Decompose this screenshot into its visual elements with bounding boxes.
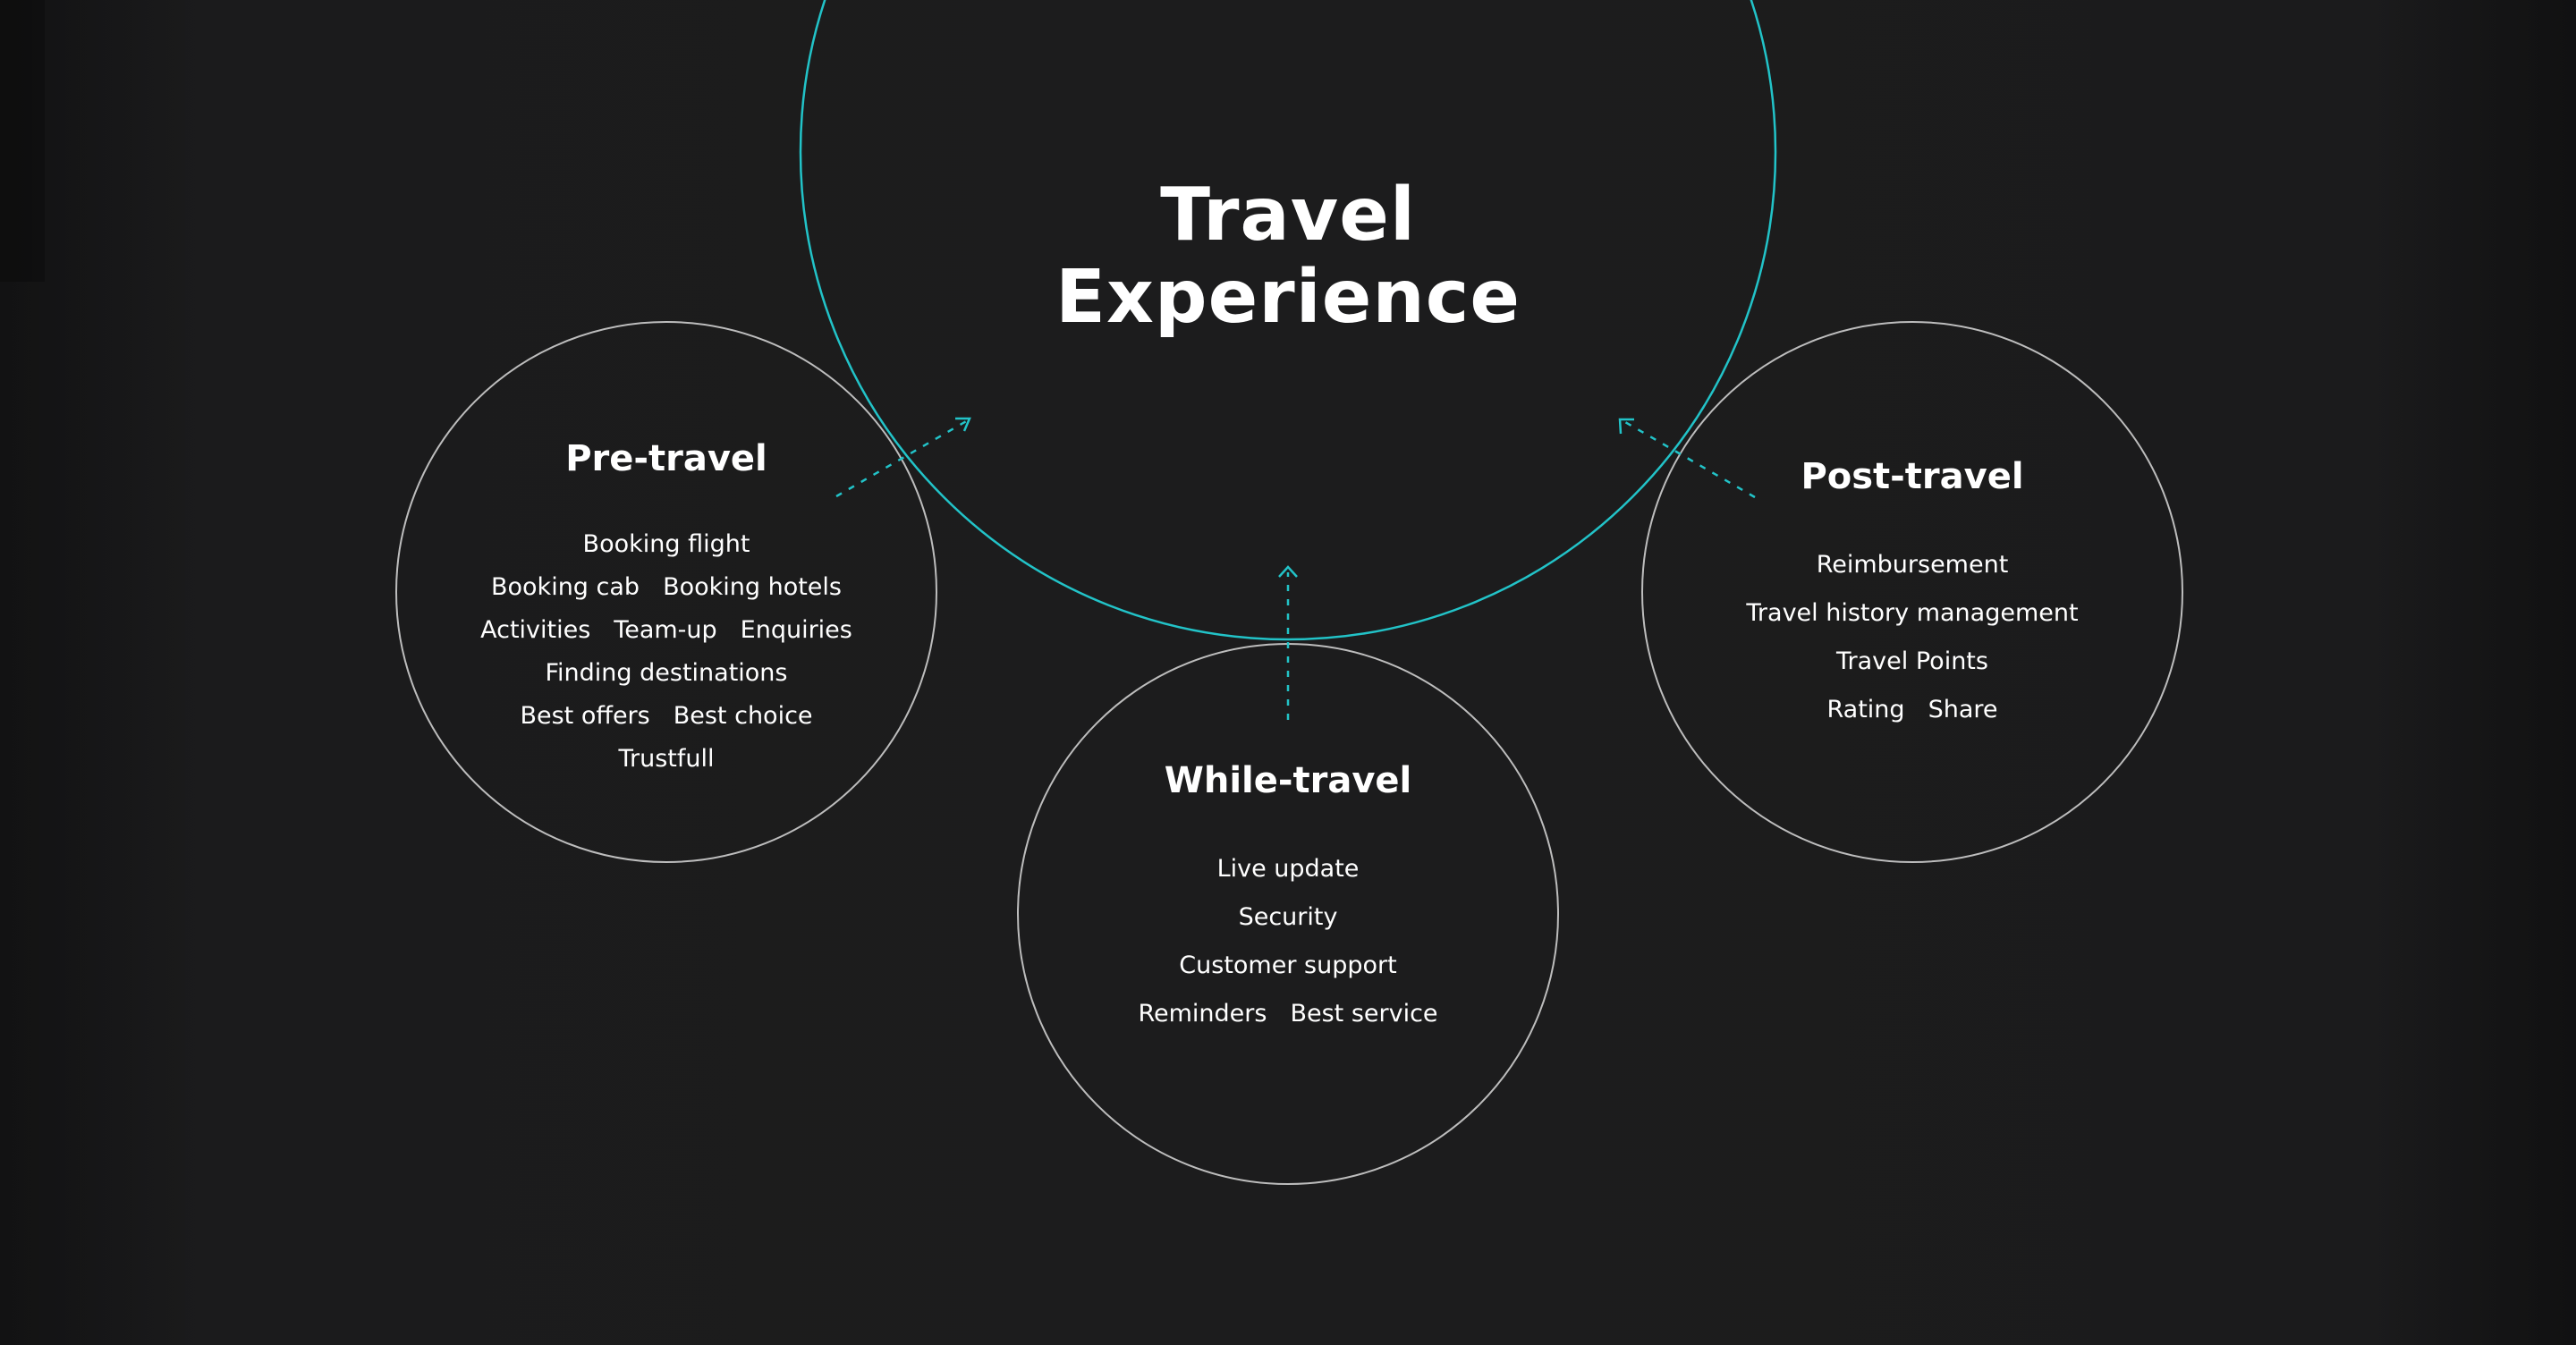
title-line-2: Experience bbox=[1055, 255, 1521, 340]
left-edge-block bbox=[0, 0, 45, 282]
travel-experience-circle bbox=[799, 0, 1777, 641]
list-item: Reminders bbox=[1138, 1000, 1267, 1028]
item-row: Activities Team-up Enquiries bbox=[398, 609, 935, 652]
list-item: Live update bbox=[1216, 855, 1360, 883]
list-item: Booking flight bbox=[582, 530, 750, 558]
item-row: Customer support bbox=[1020, 942, 1556, 990]
list-item: Team-up bbox=[614, 616, 717, 644]
left-edge-shade bbox=[0, 0, 206, 1345]
item-row: Security bbox=[1020, 893, 1556, 942]
post-travel-circle bbox=[1641, 321, 2183, 863]
list-item: Trustfull bbox=[618, 745, 715, 773]
item-row: Reimbursement bbox=[1644, 541, 2181, 589]
page-title: Travel Experience bbox=[975, 174, 1601, 339]
pre-travel-circle bbox=[395, 321, 937, 863]
item-row: Reminders Best service bbox=[1020, 990, 1556, 1038]
list-item: Customer support bbox=[1179, 952, 1397, 979]
list-item: Rating bbox=[1826, 696, 1905, 723]
list-item: Best choice bbox=[673, 702, 813, 730]
list-item: Best offers bbox=[520, 702, 650, 730]
item-row: Rating Share bbox=[1644, 686, 2181, 734]
list-item: Enquiries bbox=[740, 616, 852, 644]
post-travel-arrow bbox=[1618, 418, 1756, 499]
list-item: Activities bbox=[480, 616, 591, 644]
list-item: Travel Points bbox=[1836, 647, 1988, 675]
pre-travel-heading: Pre-travel bbox=[565, 438, 767, 479]
item-row: Travel history management bbox=[1644, 589, 2181, 638]
list-item: Booking cab bbox=[491, 573, 640, 601]
list-item: Booking hotels bbox=[663, 573, 842, 601]
item-row: Finding destinations bbox=[398, 652, 935, 695]
pre-travel-arrow bbox=[835, 417, 971, 498]
item-row: Travel Points bbox=[1644, 638, 2181, 686]
while-travel-heading: While-travel bbox=[1164, 760, 1412, 801]
title-line-1: Travel bbox=[1160, 173, 1416, 258]
list-item: Travel history management bbox=[1746, 599, 2079, 627]
list-item: Reimbursement bbox=[1816, 551, 2009, 579]
list-item: Finding destinations bbox=[545, 659, 788, 687]
item-row: Live update bbox=[1020, 845, 1556, 893]
while-travel-arrow bbox=[1278, 565, 1298, 720]
item-row: Trustfull bbox=[398, 738, 935, 781]
list-item: Share bbox=[1928, 696, 1998, 723]
list-item: Best service bbox=[1290, 1000, 1438, 1028]
item-row: Booking flight bbox=[398, 523, 935, 566]
item-row: Best offers Best choice bbox=[398, 695, 935, 738]
post-travel-heading: Post-travel bbox=[1801, 456, 2024, 497]
list-item: Security bbox=[1238, 903, 1338, 931]
item-row: Booking cab Booking hotels bbox=[398, 566, 935, 609]
right-edge-shade bbox=[2370, 0, 2576, 1345]
